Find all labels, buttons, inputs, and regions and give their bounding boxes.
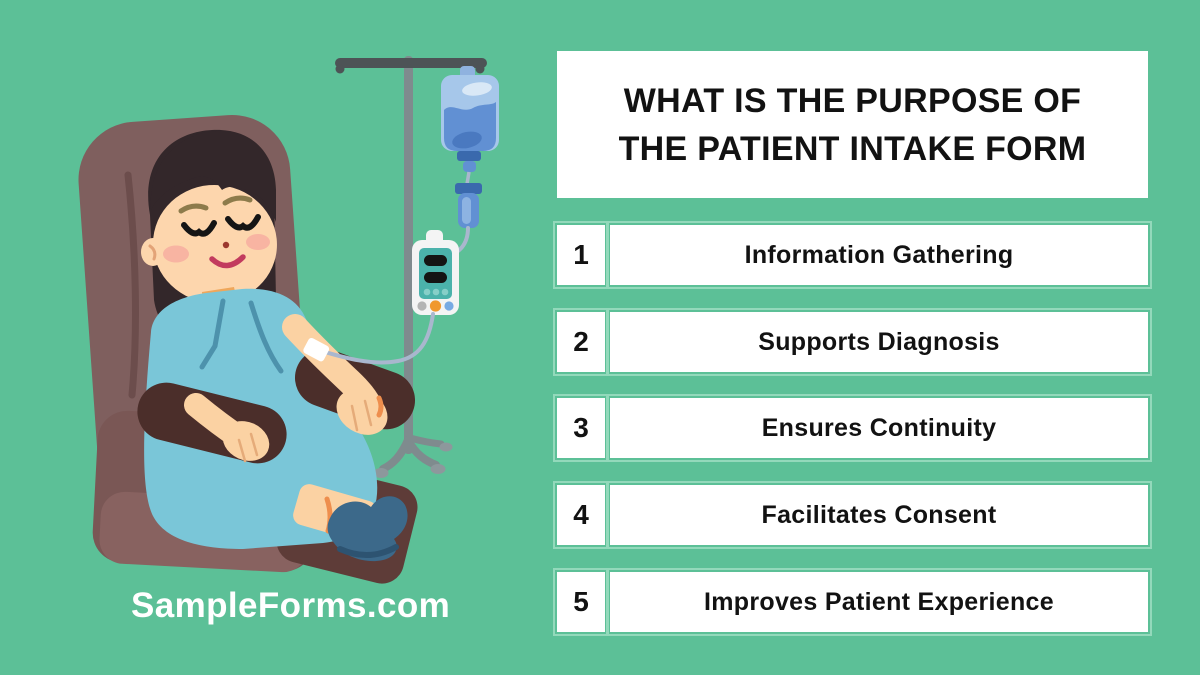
- item-label: Information Gathering: [606, 221, 1152, 289]
- iv-tube: [303, 312, 435, 365]
- item-number: 5: [553, 568, 609, 636]
- patient: [141, 129, 408, 562]
- page-title-line-2: THE PATIENT INTAKE FORM: [618, 129, 1087, 168]
- slipper-icon: [327, 496, 408, 562]
- item-label: Facilitates Consent: [606, 481, 1152, 549]
- list-item: 1 Information Gathering: [553, 221, 1152, 289]
- title-box: WHAT IS THE PURPOSE OF THE PATIENT INTAK…: [557, 51, 1148, 198]
- item-number: 2: [553, 308, 609, 376]
- iv-bag-icon: [431, 66, 499, 278]
- list-item: 2 Supports Diagnosis: [553, 308, 1152, 376]
- patient-hands: [184, 314, 388, 463]
- iv-pole-icon: [335, 56, 487, 478]
- list-item: 5 Improves Patient Experience: [553, 568, 1152, 636]
- item-number: 4: [553, 481, 609, 549]
- brand-watermark: SampleForms.com: [131, 586, 451, 625]
- infusion-pump-icon: [412, 230, 459, 315]
- iv-tape: [303, 338, 330, 362]
- patient-iv-illustration: [78, 56, 499, 584]
- item-label: Improves Patient Experience: [606, 568, 1152, 636]
- page-title-line-1: WHAT IS THE PURPOSE OF: [623, 81, 1082, 120]
- item-number: 1: [553, 221, 609, 289]
- item-number: 3: [553, 394, 609, 462]
- list-item: 4 Facilitates Consent: [553, 481, 1152, 549]
- list-item: 3 Ensures Continuity: [553, 394, 1152, 462]
- item-label: Ensures Continuity: [606, 394, 1152, 462]
- item-label: Supports Diagnosis: [606, 308, 1152, 376]
